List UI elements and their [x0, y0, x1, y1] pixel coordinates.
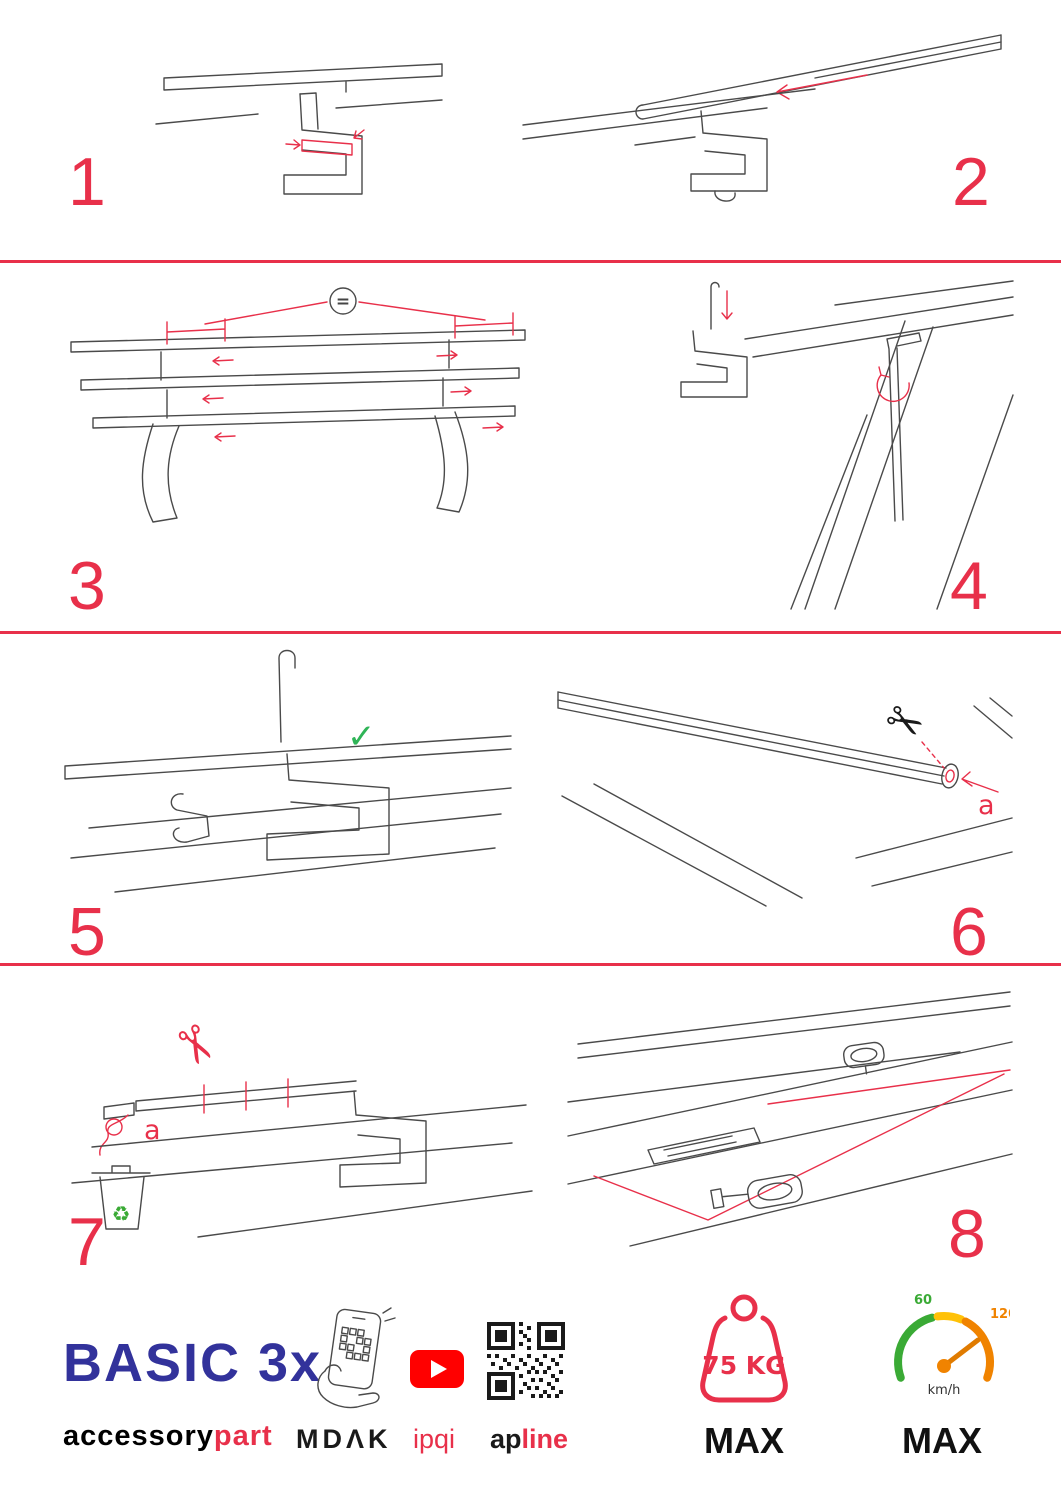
speed-tick-low: 60: [914, 1293, 932, 1308]
step-7-number: 7: [68, 1204, 106, 1280]
phone-qr-scan-icon: [317, 1307, 396, 1409]
partner-mdak: MDΛK: [296, 1424, 392, 1454]
speed-tick-high: 120: [990, 1307, 1010, 1322]
step-8-number: 8: [948, 1196, 986, 1272]
step-2-number: 2: [952, 144, 990, 220]
weight-limit-value: 75 KG: [702, 1351, 785, 1380]
brand-prefix: accessory: [63, 1420, 214, 1452]
speed-unit-label: km/h: [928, 1383, 961, 1398]
weight-limit-icon: 75 KG: [700, 1294, 788, 1403]
step-7-illustration: ✂ a ♻: [71, 1013, 533, 1238]
brand-logo: accessorypart: [63, 1420, 273, 1453]
check-icon: ✓: [347, 717, 376, 757]
youtube-icon: [410, 1350, 464, 1388]
equal-spacing-label: =: [336, 292, 350, 312]
step-4-number: 4: [950, 548, 988, 624]
step-6-illustration: ✂ a: [557, 691, 1013, 907]
speed-max-label: MAX: [902, 1420, 982, 1461]
cut-piece-label: a: [978, 790, 995, 821]
step-1-illustration: [155, 63, 443, 195]
section-divider: [0, 963, 1061, 966]
partner-ipqi: ipqi: [413, 1424, 456, 1454]
step-2-illustration: [522, 34, 1002, 202]
scissors-icon: ✂: [159, 1013, 230, 1077]
step-4-illustration: [680, 280, 1014, 610]
apline-prefix: ap: [490, 1424, 522, 1454]
weight-max-label: MAX: [704, 1420, 784, 1461]
step-3-number: 3: [68, 548, 106, 624]
cut-piece-label: a: [144, 1115, 161, 1146]
section-divider: [0, 631, 1061, 634]
speedometer-icon: 60 120 km/h: [894, 1293, 1010, 1398]
recycle-icon: ♻: [112, 1202, 131, 1226]
step-5-illustration: ✓: [64, 649, 512, 893]
qr-code-icon: [487, 1322, 565, 1400]
brand-suffix: part: [213, 1420, 273, 1452]
step-6-number: 6: [950, 894, 988, 970]
step-1-number: 1: [68, 144, 106, 220]
section-divider: [0, 260, 1061, 263]
step-8-illustration: [567, 991, 1013, 1247]
product-name: BASIC 3x: [63, 1333, 323, 1393]
apline-suffix: line: [521, 1424, 569, 1454]
step-5-number: 5: [68, 894, 106, 970]
step-3-illustration: =: [70, 287, 526, 523]
partner-apline: apline: [490, 1424, 568, 1455]
